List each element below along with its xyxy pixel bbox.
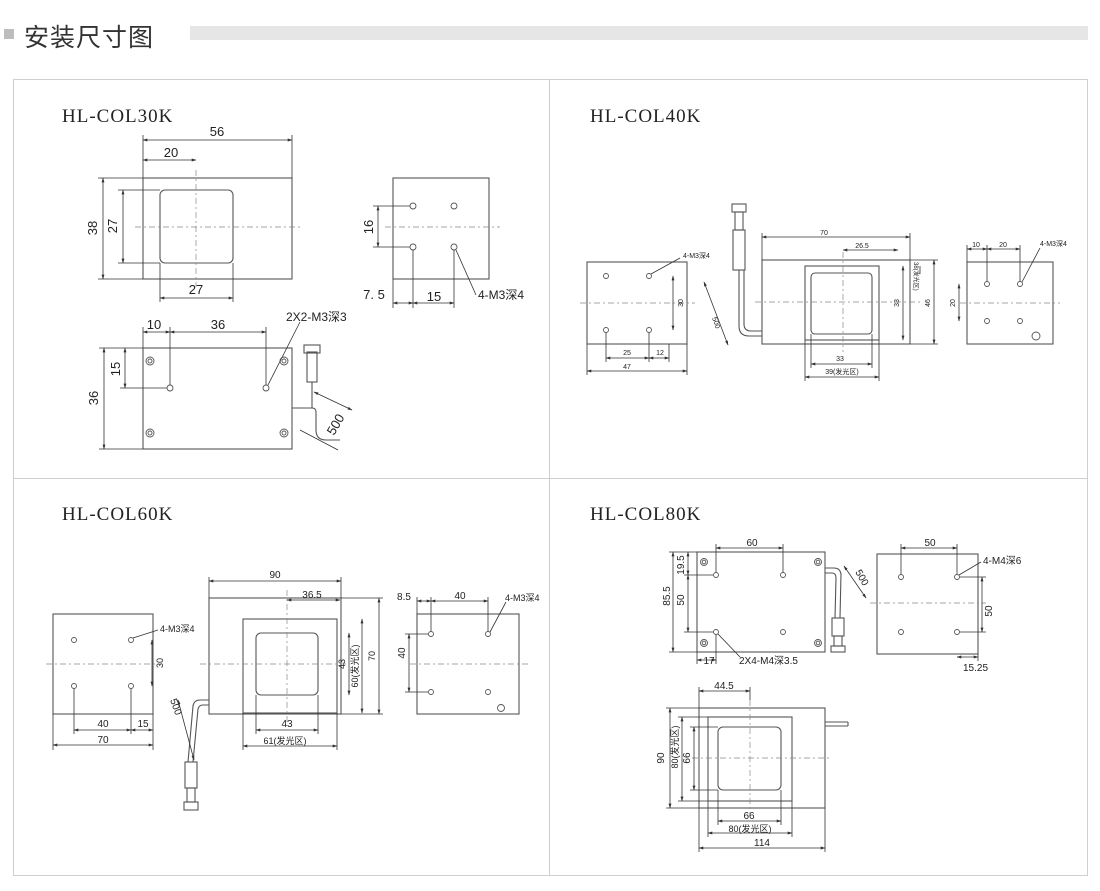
col40k-front-view: 70 26.5 38(发光区) 33 46 33 39(发光区): [755, 230, 938, 381]
dim-30-60k: 30: [155, 658, 165, 668]
dim-50c-80k: 50: [984, 605, 995, 617]
dim-15: 15: [427, 289, 441, 304]
holes-note-40k-back: 4-M3深4: [683, 251, 710, 260]
col60k-cable: 500: [167, 697, 209, 811]
dim-90-60k: 90: [269, 570, 281, 581]
dim-114-80k: 114: [754, 838, 770, 849]
dim-27b: 27: [189, 282, 203, 297]
col40k-back-view: 4-M3深4 30 25 12 47: [580, 251, 710, 375]
dim-36: 36: [211, 317, 225, 332]
dim-43b-60k: 43: [281, 719, 293, 730]
col60k-back-view: 4-M3深4 30 40 15 70: [46, 613, 195, 750]
drawing-grid: [13, 79, 1088, 876]
dim-25-40k: 25: [623, 350, 631, 357]
col60k-side-view: 8.5 40 4-M3深4 40: [397, 591, 540, 715]
section-header: 安装尺寸图: [0, 14, 1100, 54]
dim-19-5-80k: 19.5: [676, 555, 687, 575]
dim-36-5-60k: 36.5: [302, 590, 322, 601]
dim-500-30k: 500: [324, 411, 348, 437]
dim-20-40k: 20: [999, 242, 1007, 249]
dim-38-lit-40k: 38(发光区): [912, 262, 920, 291]
dim-40b-60k: 40: [454, 591, 466, 602]
col40k-cable: 500: [703, 203, 762, 346]
col60k-front-view: 90 36.5 43 60(发光区) 70 43 61(发光区): [200, 570, 383, 750]
dim-33b-40k: 33: [836, 356, 844, 363]
holes-note-60k-side: 4-M3深4: [505, 593, 540, 603]
dim-61-lit-60k: 61(发光区): [263, 735, 306, 746]
dim-85-5-80k: 85.5: [662, 586, 673, 606]
dim-12-40k: 12: [656, 350, 664, 357]
dim-500-40k: 500: [710, 316, 721, 329]
dim-17-80k: 17: [703, 656, 715, 667]
col30k-front-view: 56 20 38 27 27: [85, 124, 300, 302]
holes-note-30k-side: 4-M3深4: [478, 288, 524, 302]
dim-7-5: 7. 5: [363, 287, 385, 302]
dim-20b-40k: 20: [950, 299, 957, 307]
dim-70-60k: 70: [97, 735, 109, 746]
col30k-side-view: 16 7. 5 15 4-M3深4: [361, 177, 524, 308]
dim-50-80k: 50: [676, 594, 687, 606]
col80k-front-view: 44.5 90 80(发光区) 66 66 80(发光区) 114: [656, 681, 849, 852]
dim-40c-60k: 40: [397, 647, 408, 659]
dim-90-80k: 90: [656, 752, 667, 764]
dim-500-60k: 500: [167, 697, 183, 717]
holes-note-80k-side: 4-M4深6: [983, 555, 1022, 567]
dim-27: 27: [105, 219, 120, 233]
model-label-col60k: HL-COL60K: [62, 504, 174, 525]
dim-70-40k: 70: [820, 230, 828, 237]
dim-30-40k: 30: [678, 299, 685, 307]
page-title: 安装尺寸图: [24, 23, 155, 52]
dim-38: 38: [85, 221, 100, 235]
holes-note-40k-side: 4-M3深4: [1040, 239, 1067, 248]
dim-47-40k: 47: [623, 364, 631, 371]
dim-46-40k: 46: [925, 299, 932, 307]
dim-60-lit-60k: 60(发光区): [349, 644, 360, 687]
dim-10-40k: 10: [972, 242, 980, 249]
dim-15-25-80k: 15.25: [963, 663, 988, 674]
dim-500-80k: 500: [852, 568, 870, 588]
grid-divider-vertical: [549, 80, 550, 875]
dim-80-lit-h-80k: 80(发光区): [728, 823, 771, 834]
dim-66-v-80k: 66: [682, 752, 693, 764]
model-label-col80k: HL-COL80K: [590, 504, 702, 525]
dim-80-lit-v-80k: 80(发光区): [669, 725, 680, 768]
grid-divider-horizontal: [14, 478, 1087, 479]
dim-15-60k: 15: [137, 719, 149, 730]
dim-66-h-80k: 66: [743, 811, 755, 822]
dim-10: 10: [147, 317, 161, 332]
dim-36b: 36: [86, 391, 101, 405]
dim-60-80k: 60: [746, 538, 758, 549]
model-label-col30k: HL-COL30K: [62, 106, 174, 127]
dim-70b-60k: 70: [367, 651, 377, 661]
dim-8-5-60k: 8.5: [397, 592, 411, 603]
col80k-side-view: 50 4-M4深6 50 15.25: [870, 538, 1022, 674]
dim-56: 56: [210, 124, 224, 139]
dim-20: 20: [164, 145, 178, 160]
header-bar: [190, 26, 1088, 40]
dim-33-40k: 33: [894, 299, 901, 307]
header-square-icon: [4, 29, 14, 39]
model-label-col40k: HL-COL40K: [590, 106, 702, 127]
holes-note-80k-top: 2X4-M4深3.5: [739, 655, 798, 667]
holes-note-30k-top: 2X2-M3深3: [286, 310, 347, 324]
col80k-top-view: 60 19.5 50 85.5 17 2X4-M4深3.5 500: [662, 538, 870, 667]
dim-26-5-40k: 26.5: [855, 243, 869, 250]
col30k-top-view: 10 36 2X2-M3深3 15 36 500: [86, 310, 353, 451]
dim-44-5-80k: 44.5: [714, 681, 734, 692]
dim-16: 16: [361, 220, 376, 234]
dim-50b-80k: 50: [924, 538, 936, 549]
dim-39-lit-40k: 39(发光区): [825, 367, 858, 376]
col40k-side-view: 10 20 4-M3深4 20: [950, 239, 1067, 345]
dim-15b: 15: [108, 362, 123, 376]
holes-note-60k-back: 4-M3深4: [160, 624, 195, 634]
dim-43-60k: 43: [337, 659, 347, 669]
dim-40-60k: 40: [97, 719, 109, 730]
